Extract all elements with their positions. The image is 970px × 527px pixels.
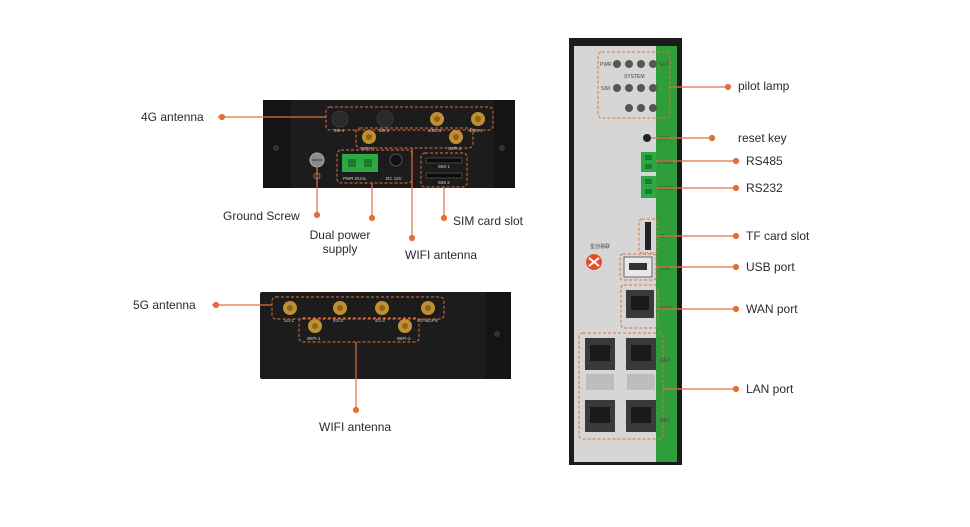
- sma-connector-icon: [449, 130, 463, 144]
- label-4g-antenna: 4G antenna: [141, 110, 204, 124]
- port-print: WIFI-1: [361, 146, 375, 151]
- panel-print: GE3: [660, 358, 670, 364]
- port-print: PWR DUAL: [343, 176, 367, 181]
- label-wifi-antenna-top: WIFI antenna: [405, 248, 478, 262]
- port-print: 1G-1: [284, 318, 295, 323]
- panel-print: GE1: [660, 418, 670, 424]
- sim-slot-icon: [425, 157, 463, 179]
- port-print: WIFI-2: [397, 336, 411, 341]
- port-print: 4G-2: [375, 318, 386, 323]
- tf-slot-icon: [645, 222, 651, 250]
- sma-connector-icon: [308, 319, 322, 333]
- sma-connector-icon: [430, 112, 444, 126]
- panel-print: RS232: [658, 186, 674, 192]
- port-print: DC 12V: [386, 176, 402, 181]
- label-5g-antenna: 5G antenna: [133, 298, 196, 312]
- label-pilot-lamp: pilot lamp: [738, 79, 790, 93]
- sma-connector-icon: [471, 112, 485, 126]
- sma-connector-icon: [283, 301, 297, 315]
- label-ground-screw: Ground Screw: [223, 209, 300, 223]
- label-rs485: RS485: [746, 154, 783, 168]
- label-usb-port: USB port: [746, 260, 795, 274]
- panel-print: SYSTEM: [624, 74, 645, 80]
- label-sim-slot: SIM card slot: [453, 214, 524, 228]
- sma-connector-icon: [362, 130, 376, 144]
- label-lan-port: LAN port: [746, 382, 794, 396]
- label-dual-power: Dual power supply: [300, 228, 380, 256]
- port-print: SIM 2: [438, 180, 450, 185]
- panel-print: SET: [659, 62, 669, 68]
- device-5g-side-view: 1G-1 4G-3 4G-2 4G-4/GPS WIFI-1 WIFI-2: [260, 292, 511, 379]
- reset-key-icon: [643, 134, 651, 142]
- label-rs232: RS232: [746, 181, 783, 195]
- panel-print: PWR: [600, 62, 612, 68]
- callout-lines-top: [218, 113, 448, 242]
- ethernet-port-icon: [626, 290, 654, 318]
- port-print: 4G-4/GPS: [417, 318, 438, 323]
- brand-logo-icon: [586, 254, 602, 270]
- callout-lines-bottom: [212, 301, 360, 414]
- label-wifi-antenna-bottom: WIFI antenna: [319, 420, 392, 434]
- panel-print: TF: [660, 234, 666, 240]
- sma-connector-icon: [333, 301, 347, 315]
- terminal-block-icon: [641, 152, 656, 198]
- callout-lines-right: [651, 83, 740, 393]
- sma-connector-icon: [375, 301, 389, 315]
- panel-print: RS485: [658, 160, 674, 166]
- label-reset-key: reset key: [738, 131, 787, 145]
- usb-port-icon: [623, 256, 653, 278]
- led-indicator-icon: [613, 60, 657, 112]
- device-4g-side-view: 3G-4 3G-3 4/5G-2 4/5G-1 WIFI-1 WIFI-2 PW…: [263, 100, 515, 188]
- panel-print: RST: [659, 136, 669, 142]
- lan-port-block-icon: [585, 338, 656, 432]
- panel-print: SIM: [601, 86, 610, 92]
- port-print: 4G-3: [333, 318, 344, 323]
- sma-connector-icon: [398, 319, 412, 333]
- panel-print: 星创易联: [590, 243, 610, 250]
- label-dual-power-line2: supply: [322, 242, 358, 256]
- device-front-panel: PWR SET SYSTEM SIM RST RS485 RS232 星创易联: [569, 38, 682, 465]
- label-tf-slot: TF card slot: [746, 229, 810, 243]
- port-print: 4/5G-1: [469, 128, 483, 133]
- label-dual-power-line1: Dual power: [309, 228, 371, 242]
- port-print: WIFI-1: [307, 336, 321, 341]
- panel-print: USB: [660, 266, 671, 272]
- power-terminal-icon: [342, 154, 378, 172]
- port-print: SIM 1: [438, 164, 450, 169]
- ground-screw-icon: [309, 152, 325, 180]
- label-wan-port: WAN port: [746, 302, 798, 316]
- sma-connector-icon: [421, 301, 435, 315]
